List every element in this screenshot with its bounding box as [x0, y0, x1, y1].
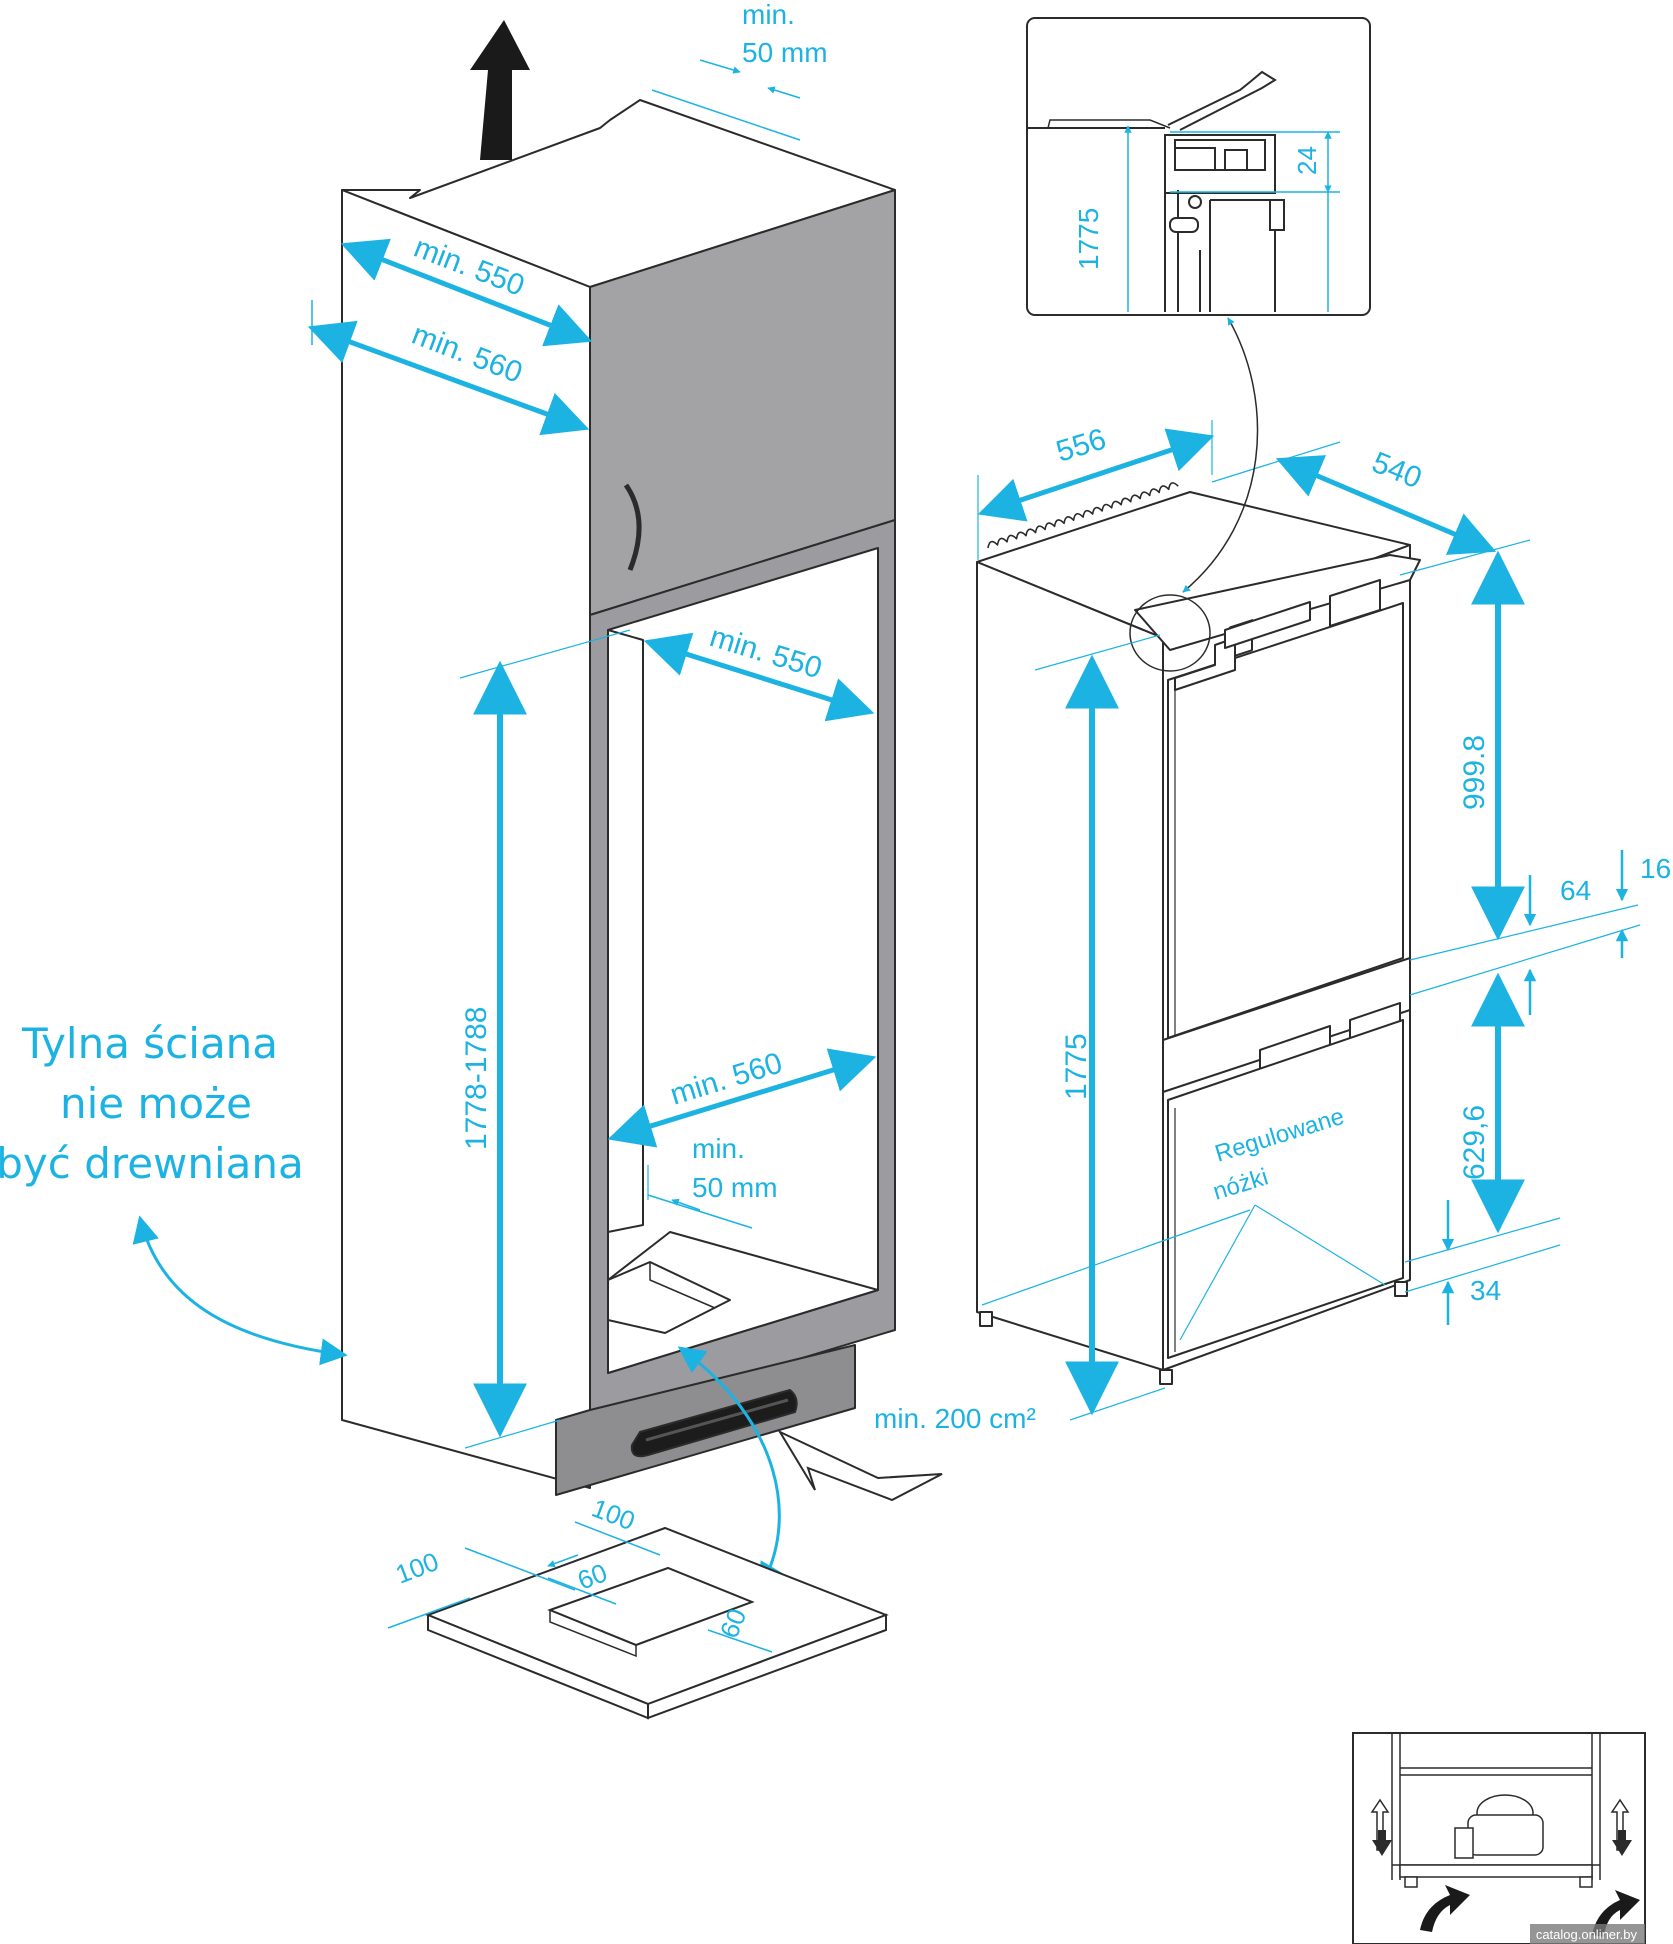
back-wall-arrow: [132, 1215, 348, 1366]
vent-arrow-icon: [777, 1429, 943, 1502]
back-wall-note-line2: nie może: [60, 1079, 252, 1128]
top-gap-label-line2: 50 mm: [742, 37, 828, 68]
niche-outer-depth-arrow: [607, 1048, 877, 1148]
bottom-clearance-label: 34: [1470, 1275, 1501, 1306]
fridge-foot-back: [979, 1311, 993, 1327]
door-gap-label: 64: [1560, 875, 1591, 906]
vent-area-label: min. 200 cm²: [874, 1403, 1036, 1434]
depth-arrow: [1275, 455, 1497, 555]
feet-pointer-1: [1179, 1204, 1256, 1341]
fridge-left-side: [976, 561, 1164, 1371]
watermark: catalog.onliner.by: [1536, 1927, 1638, 1942]
rear-gap-label-line1: min.: [692, 1133, 745, 1164]
upper-hinge-bracket-3: [1329, 579, 1381, 627]
lower-section-label: 629,6: [1458, 1105, 1491, 1180]
kitchen-cabinet: [341, 99, 896, 1496]
back-wall-note-line3: być drewniana: [0, 1139, 304, 1188]
fridge-foot-right: [1394, 1281, 1408, 1297]
upper-hinge-bracket-2: [1224, 601, 1311, 649]
door-handle: [623, 483, 642, 571]
width-label: 556: [1052, 422, 1110, 468]
arrow-up-icon: [470, 20, 530, 160]
left-margin-label: 100: [391, 1546, 442, 1590]
top-hinge-rail: [1134, 554, 1421, 651]
detail-callout-circle: [1129, 594, 1211, 672]
feet-pointer-2: [1254, 1204, 1386, 1286]
built-in-fridge: [976, 482, 1421, 1385]
floor-cutout-dimensions: [387, 1521, 773, 1653]
cabinet-dimensions: [132, 59, 877, 1591]
upper-outer-depth-arrow: [307, 320, 590, 436]
lower-door: [1167, 1019, 1404, 1359]
detail-offset-label: 24: [1292, 146, 1322, 175]
plate-cutout: [547, 1566, 755, 1647]
detail-link-arrow: [1182, 317, 1259, 593]
niche-floor: [607, 1231, 879, 1374]
plate-right-edge: [647, 1613, 887, 1720]
niche-height-label: 1778-1788: [460, 1007, 493, 1150]
rear-gap-line: [647, 1194, 753, 1229]
top-gap-line: [651, 89, 801, 141]
niche-depth-arrow: [643, 632, 875, 722]
back-wall-note-line1: Tylna ściana: [21, 1019, 278, 1068]
opening-link-arrow: [677, 1346, 784, 1591]
detail-height-label: 1775: [1073, 208, 1104, 270]
niche-floor-opening: [607, 1261, 731, 1334]
fridge-dimensions: [977, 317, 1641, 1421]
rear-gap-label-line2: 50 mm: [692, 1172, 778, 1203]
upper-section-label: 999.8: [1458, 735, 1491, 810]
detail-inset: 1775 24: [1026, 17, 1371, 316]
fridge-foot-front: [1159, 1369, 1173, 1385]
niche-inner-side: [607, 629, 644, 1233]
top-gap-label-line1: min.: [742, 0, 795, 30]
height-label: 1775: [1060, 1033, 1093, 1100]
upper-door: [1167, 602, 1404, 1039]
depth-label: 540: [1367, 446, 1426, 495]
width-arrow: [977, 428, 1215, 522]
floor-cutout-plate: [425, 1526, 889, 1720]
middle-hinge-rail: [1162, 957, 1411, 1093]
door-offset-label: 16: [1640, 853, 1671, 884]
leveling-inset: catalog.onliner.by: [1352, 1732, 1646, 1944]
